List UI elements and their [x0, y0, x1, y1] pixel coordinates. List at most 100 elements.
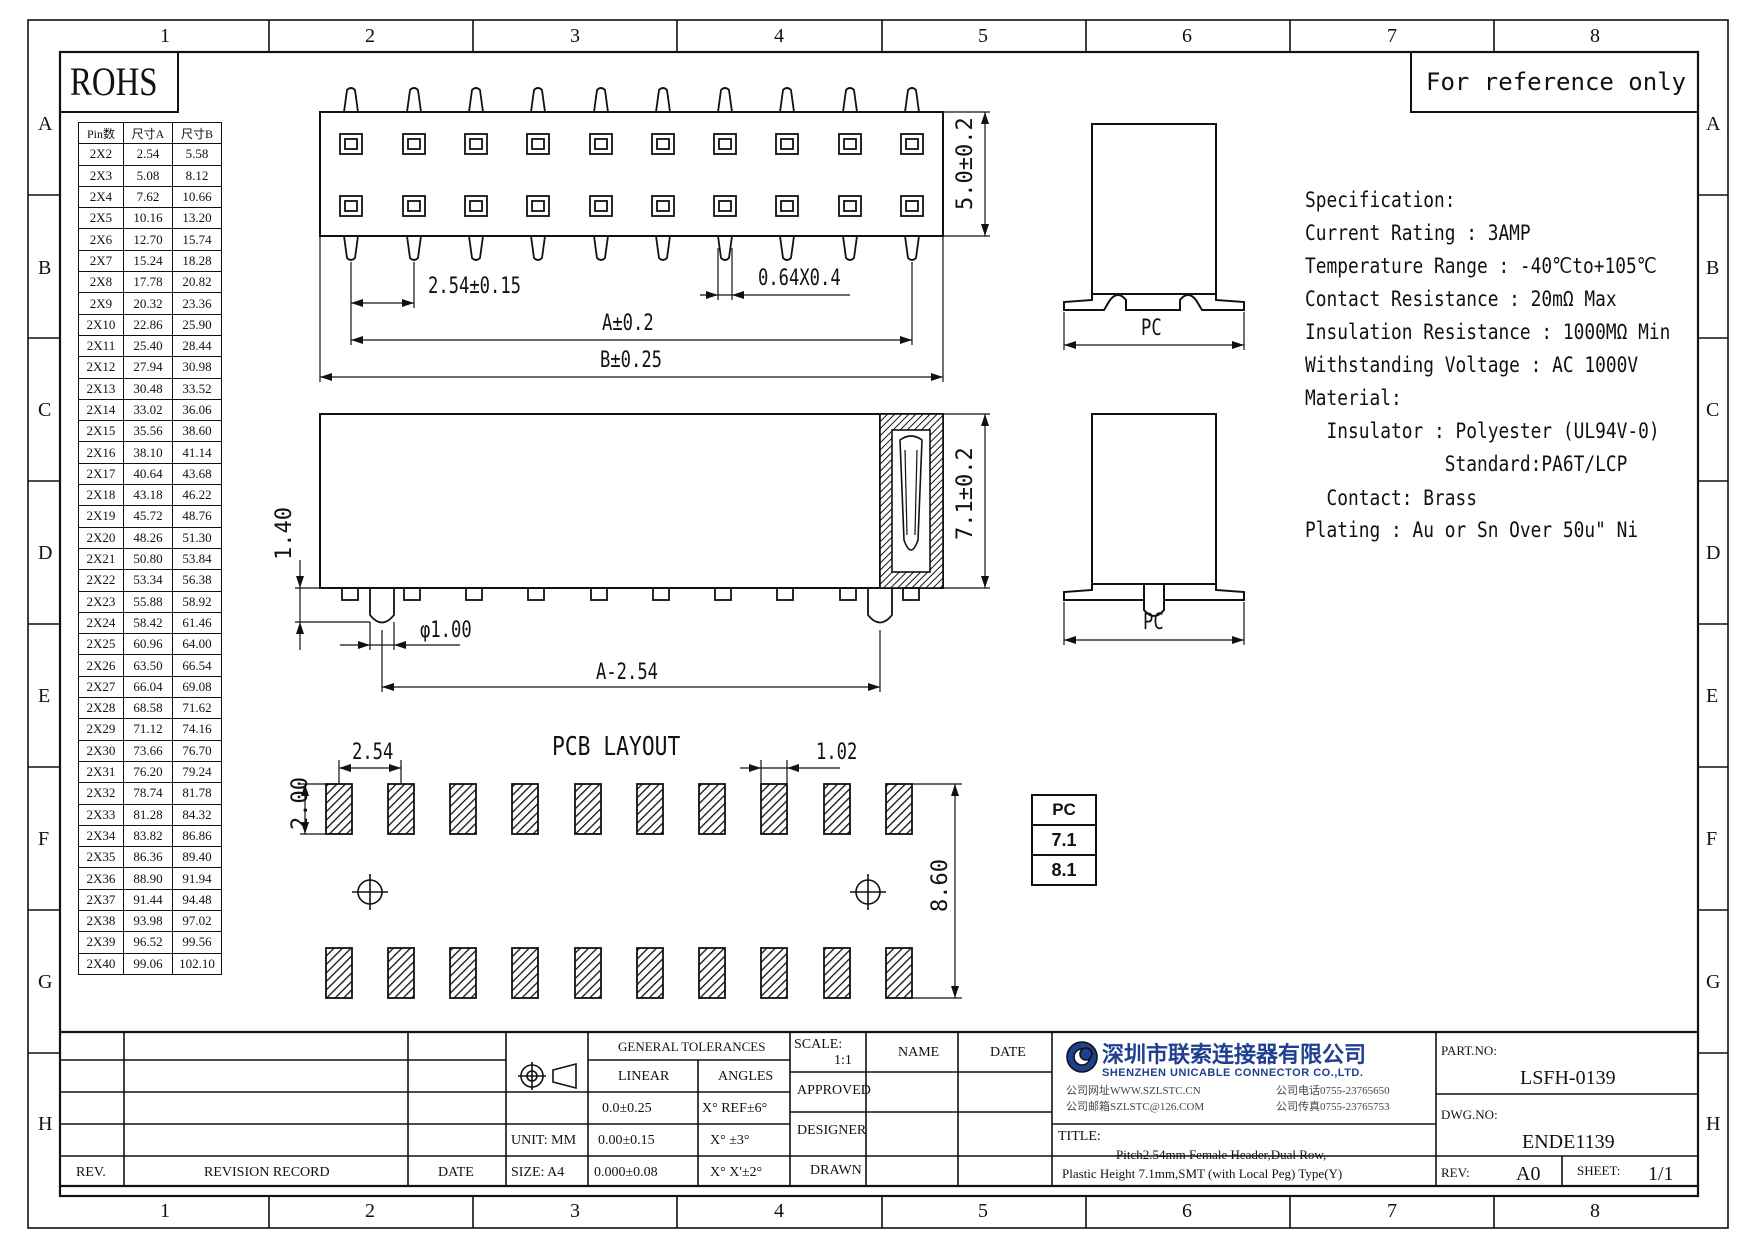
pin-count-cell: 2X7: [78, 249, 124, 273]
dim-b-cell: 5.58: [172, 143, 222, 166]
grid-col-4-bottom: 4: [774, 1200, 784, 1222]
dim-b-cell: 56.38: [172, 569, 222, 592]
dim-b-cell: 79.24: [172, 760, 222, 784]
grid-col-5: 5: [978, 25, 988, 47]
grid-row-f-right: F: [1706, 828, 1718, 850]
pin-count-cell: 2X21: [78, 547, 124, 571]
spec-contact: Contact: Brass: [1305, 486, 1477, 510]
pcb-pad-height: 2.00: [288, 777, 313, 830]
tb-angle-3: X° X'±2°: [710, 1165, 763, 1180]
dim-a-cell: 30.48: [123, 377, 173, 400]
dim-a-cell: 83.82: [123, 824, 173, 848]
spec-contact-resistance: Contact Resistance : 20mΩ Max: [1305, 287, 1617, 311]
pcb-layout-title: PCB LAYOUT: [552, 732, 681, 762]
spec-insulator: Insulator : Polyester (UL94V-0): [1305, 419, 1660, 443]
company-name-cn: 深圳市联索连接器有限公司: [1102, 1042, 1367, 1067]
dim-peg-diameter: φ1.00: [420, 618, 472, 643]
tb-title-line2: Plastic Height 7.1mm,SMT (with Local Peg…: [1062, 1166, 1343, 1181]
grid-col-2: 2: [365, 25, 375, 47]
company-email: 公司邮箱SZLSTC@126.COM: [1066, 1101, 1205, 1113]
pin-count-cell: 2X29: [78, 718, 124, 741]
grid-col-1: 1: [160, 25, 170, 47]
pin-count-cell: 2X8: [78, 271, 124, 294]
tb-sheet-value: 1/1: [1648, 1163, 1674, 1185]
company-web: 公司网址WWW.SZLSTC.CN: [1066, 1085, 1201, 1097]
pcb-row-spacing: 8.60: [928, 859, 953, 912]
dim-b-cell: 30.98: [172, 356, 222, 379]
dim-side-height: 7.1±0.2: [953, 447, 978, 540]
dim-b-cell: 20.82: [172, 271, 222, 294]
dim-a-cell: 15.24: [123, 249, 173, 273]
dim-a: A±0.2: [602, 311, 654, 336]
dim-b-cell: 58.92: [172, 590, 222, 613]
dim-a-cell: 20.32: [123, 292, 173, 315]
dim-b-cell: 25.90: [172, 313, 222, 336]
dim-b-cell: 99.56: [172, 931, 222, 954]
pin-count-cell: 2X40: [78, 952, 124, 975]
pin-count-cell: 2X26: [78, 654, 124, 677]
tb-title-line1: Pitch2.54mm Female Header,Dual Row,: [1116, 1147, 1327, 1162]
pin-count-cell: 2X3: [78, 164, 124, 187]
pin-count-cell: 2X39: [78, 931, 124, 954]
dim-b-cell: 74.16: [172, 718, 222, 741]
dim-b-cell: 13.20: [172, 207, 222, 230]
dim-a-cell: 55.88: [123, 590, 173, 613]
dim-b-cell: 15.74: [172, 228, 222, 251]
dim-a-cell: 35.56: [123, 420, 173, 443]
pin-count-cell: 2X11: [78, 334, 124, 358]
dim-b-cell: 48.76: [172, 505, 222, 528]
dim-b-cell: 43.68: [172, 462, 222, 486]
dim-a-cell: 27.94: [123, 356, 173, 379]
spec-heading: Specification:: [1305, 188, 1456, 212]
pc-table-value-2: 8.1: [1031, 854, 1097, 886]
tb-dwg-no: ENDE1139: [1522, 1131, 1615, 1153]
spec-standard: Standard:PA6T/LCP: [1305, 452, 1628, 476]
dim-a-cell: 68.58: [123, 697, 173, 720]
grid-col-3: 3: [570, 25, 580, 47]
pin-count-cell: 2X14: [78, 398, 124, 422]
tb-approved: APPROVED: [797, 1083, 871, 1098]
grid-row-e-right: E: [1706, 685, 1719, 707]
dim-b-cell: 28.44: [172, 334, 222, 358]
dim-pc-top: PC: [1141, 316, 1162, 341]
pin-count-cell: 2X12: [78, 356, 124, 379]
dim-b-cell: 69.08: [172, 675, 222, 699]
pin-count-cell: 2X32: [78, 782, 124, 805]
dim-a-cell: 50.80: [123, 547, 173, 571]
pin-count-cell: 2X5: [78, 207, 124, 230]
dim-b-cell: 102.10: [172, 952, 222, 975]
pin-count-cell: 2X28: [78, 697, 124, 720]
pin-count-cell: 2X36: [78, 867, 124, 890]
dim-b-cell: 10.66: [172, 185, 222, 209]
pin-count-cell: 2X20: [78, 526, 124, 549]
tb-scale-label: SCALE:: [794, 1037, 843, 1052]
dim-b-cell: 53.84: [172, 547, 222, 571]
grid-row-d-right: D: [1706, 542, 1721, 564]
pc-table-value-1: 7.1: [1031, 824, 1097, 856]
dim-b-cell: 71.62: [172, 697, 222, 720]
grid-row-b-right: B: [1706, 257, 1720, 279]
dim-a-cell: 63.50: [123, 654, 173, 677]
dim-b-cell: 38.60: [172, 420, 222, 443]
dim-b-cell: 66.54: [172, 654, 222, 677]
pin-count-cell: 2X10: [78, 313, 124, 336]
tb-drawn: DRAWN: [810, 1163, 862, 1178]
pin-count-cell: 2X35: [78, 846, 124, 869]
